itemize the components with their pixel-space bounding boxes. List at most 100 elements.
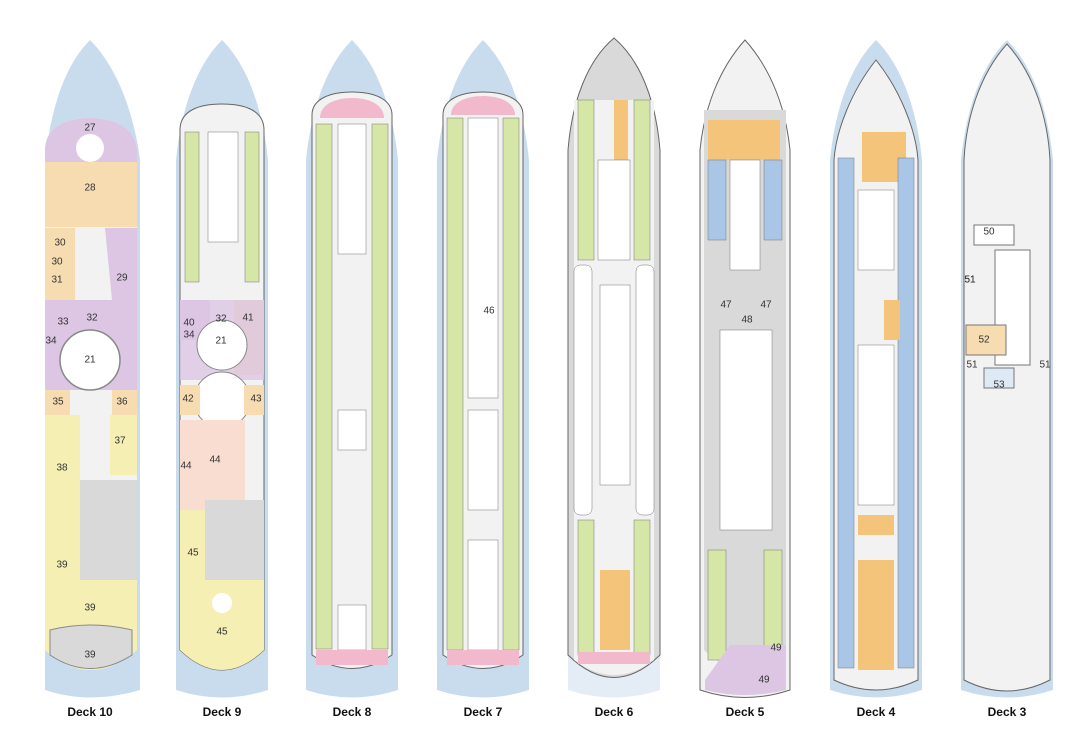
deck-6-cabins-left[interactable] xyxy=(577,99,595,261)
deck-10-area-28[interactable] xyxy=(45,162,137,227)
deck-7-center-cabins-2[interactable] xyxy=(467,409,499,511)
deck-5-stern-right[interactable] xyxy=(763,549,783,651)
deck-7-label-46: 46 xyxy=(483,306,495,317)
deck-4-stern-orange[interactable] xyxy=(858,560,894,670)
deck-10-theatre-ring xyxy=(59,329,121,391)
deck-8-stern-pink[interactable] xyxy=(316,650,388,665)
deck-5-label[interactable]: Deck 5 xyxy=(725,705,765,719)
deck-10-stern-deck[interactable] xyxy=(49,624,133,669)
deck-4-label[interactable]: Deck 4 xyxy=(856,705,896,719)
deck-3-area-53[interactable] xyxy=(983,367,1015,389)
deck-9-area-44[interactable] xyxy=(180,420,245,510)
deck-10-pool xyxy=(76,134,104,162)
deck-8-cabins-left[interactable] xyxy=(315,123,333,650)
deck-5[interactable]: 47 47 48 49 49 xyxy=(699,39,791,698)
deck-10-area-35[interactable] xyxy=(45,390,70,415)
deck-10-area-29[interactable] xyxy=(105,228,137,300)
deck-8-center-cabins[interactable] xyxy=(337,123,367,255)
deck-6-stern-left[interactable] xyxy=(577,519,595,656)
deck-9-label-42: 42 xyxy=(182,394,194,405)
deck-10-area-37[interactable] xyxy=(110,415,137,475)
deck-9[interactable]: 40 32 41 34 21 42 43 44 44 45 45 xyxy=(176,40,268,698)
deck-3-area-52[interactable] xyxy=(965,324,1007,356)
deck-7-center-cabins[interactable] xyxy=(467,117,499,399)
deck-10-label-31: 31 xyxy=(51,275,63,286)
deck-9-theatre xyxy=(196,319,248,371)
deck-10-label[interactable]: Deck 10 xyxy=(67,705,113,719)
deck-3-label-53: 53 xyxy=(993,380,1005,391)
deck-10-area-30[interactable] xyxy=(45,228,75,300)
deck-4-center-orange-2[interactable] xyxy=(858,515,894,535)
deck-4-center-2[interactable] xyxy=(857,344,895,506)
deck-3-label[interactable]: Deck 3 xyxy=(987,705,1027,719)
deck-9-label-44a: 44 xyxy=(180,461,192,472)
deck-6-stern-orange[interactable] xyxy=(600,570,630,650)
deck-7-stern-pink[interactable] xyxy=(447,650,519,665)
deck-5-bow-orange[interactable] xyxy=(708,120,780,160)
deck-3[interactable]: 50 51 51 52 51 51 53 xyxy=(961,40,1053,698)
deck-6-cabins-right[interactable] xyxy=(633,99,651,261)
deck-9-cabin-block-left[interactable] xyxy=(184,131,200,283)
deck-10-label-32: 32 xyxy=(86,313,98,324)
deck-9-label[interactable]: Deck 9 xyxy=(202,705,242,719)
deck-10-label-34: 34 xyxy=(45,336,57,347)
deck-5-center[interactable] xyxy=(729,159,761,271)
deck-4-center-orange[interactable] xyxy=(884,300,900,340)
deck-6-center[interactable] xyxy=(597,159,631,261)
deck-7-label[interactable]: Deck 7 xyxy=(463,705,503,719)
deck-9-label-44b: 44 xyxy=(209,455,221,466)
deck-4-cabins-right[interactable] xyxy=(897,157,915,669)
deck-8-label[interactable]: Deck 8 xyxy=(332,705,372,719)
deck-6-lifeboats-left[interactable] xyxy=(573,264,593,516)
deck-8-bow-cabins[interactable] xyxy=(320,98,384,118)
deck-6-label[interactable]: Deck 6 xyxy=(594,705,634,719)
deck-5-cabins-right[interactable] xyxy=(763,159,783,241)
deck-9-center-gray xyxy=(205,500,264,580)
deck-7-cabins-right[interactable] xyxy=(502,117,520,651)
deck-8[interactable] xyxy=(306,40,398,698)
deck-10-label-30b: 30 xyxy=(51,257,63,268)
deck-3-area-50[interactable] xyxy=(973,224,1015,246)
deck-7[interactable]: 46 xyxy=(437,40,529,698)
deck-3-label-51c: 51 xyxy=(1039,360,1051,371)
deck-4-cabins-left[interactable] xyxy=(837,157,855,669)
deck-10-area-36[interactable] xyxy=(112,390,137,415)
deck-6-lifeboats-right[interactable] xyxy=(635,264,655,516)
deck-10-label-35: 35 xyxy=(52,397,64,408)
deck-9-label-41: 41 xyxy=(242,313,254,324)
deck-10-label-39c: 39 xyxy=(84,650,96,661)
deck-3-label-50: 50 xyxy=(983,227,995,238)
deck-6-center-2[interactable] xyxy=(599,284,631,486)
deck-4-center[interactable] xyxy=(857,189,895,271)
deck-5-label-48: 48 xyxy=(741,315,753,326)
deck-10-label-28: 28 xyxy=(84,183,96,194)
deck-7-cabins-left[interactable] xyxy=(446,117,464,651)
deck-10[interactable]: 27 28 30 30 31 29 33 32 34 21 35 36 37 3… xyxy=(45,40,140,698)
deck-5-stern-left[interactable] xyxy=(707,549,727,661)
deck-9-area-42[interactable] xyxy=(180,385,200,415)
deck-6[interactable] xyxy=(567,37,661,698)
deck-4[interactable] xyxy=(830,40,922,698)
deck-5-center-2[interactable] xyxy=(719,329,773,531)
deck-5-area-49[interactable] xyxy=(705,645,786,695)
deck-5-cabins-left[interactable] xyxy=(707,159,727,241)
deck-10-label-38: 38 xyxy=(56,463,68,474)
deck-9-cabin-block-center[interactable] xyxy=(207,131,239,243)
deck-8-cabins-right[interactable] xyxy=(371,123,389,650)
deck-9-label-43: 43 xyxy=(250,394,262,405)
deck-5-label-47a: 47 xyxy=(720,300,732,311)
deck-7-center-cabins-3[interactable] xyxy=(467,539,499,651)
deck-6-bow-orange[interactable] xyxy=(614,100,628,160)
deck-7-bow-cabins[interactable] xyxy=(451,96,515,115)
deck-6-stern-pink[interactable] xyxy=(578,652,650,664)
deck-8-stern-cabins[interactable] xyxy=(337,604,367,651)
deck-9-area-43[interactable] xyxy=(244,385,264,415)
deck-8-center-cabins-2[interactable] xyxy=(337,409,367,451)
deck-9-label-34: 34 xyxy=(183,330,195,341)
deck-6-stern-right[interactable] xyxy=(633,519,651,656)
deck-9-cabin-block-right[interactable] xyxy=(244,131,260,283)
deck-3-label-51b: 51 xyxy=(966,360,978,371)
deck-5-label-47b: 47 xyxy=(760,300,772,311)
deck-10-label-21: 21 xyxy=(84,355,96,366)
